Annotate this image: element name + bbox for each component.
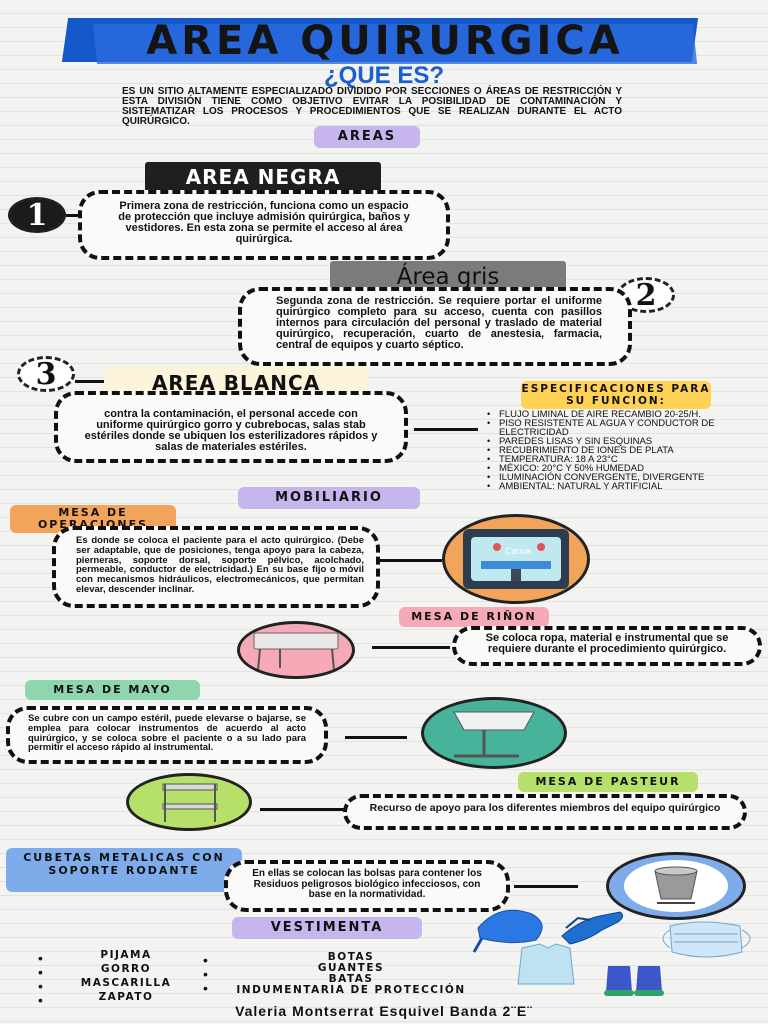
- area-blanca-number: 3: [17, 356, 75, 392]
- author-name: Valeria Montserrat Esquivel Banda 2¨E¨: [235, 1003, 533, 1019]
- vestimenta-item: PIJAMA: [100, 949, 152, 961]
- vestimenta-item: BOTAS: [327, 951, 375, 963]
- mayo-table-icon: [453, 711, 535, 758]
- mesa-rinon-label: MESA DE RIÑON: [399, 607, 549, 627]
- area-negra-number: 1: [8, 197, 66, 233]
- area-gris-description: Segunda zona de restricción. Se requiere…: [238, 287, 632, 366]
- connector-line: [75, 380, 105, 383]
- operating-table-image: [442, 514, 590, 604]
- spec-item: ILUMINACIÓN CONVERGENTE, DIVERGENTE: [487, 473, 759, 483]
- connector-line: [260, 808, 344, 811]
- spec-item: PISO RESISTENTE AL AGUA Y CONDUCTOR DE E…: [487, 419, 759, 438]
- vestimenta-list-left: PIJAMA GORRO MASCARILLA ZAPATO: [66, 948, 186, 1004]
- connector-line: [380, 559, 442, 562]
- mobiliario-heading: MOBILIARIO: [238, 487, 420, 509]
- clothing-illustrations: [472, 909, 751, 996]
- vestimenta-item: BATAS: [328, 973, 374, 985]
- bullet: •: [38, 950, 43, 966]
- vestimenta-item: GORRO: [100, 963, 152, 975]
- vestimenta-heading: VESTIMENTA: [232, 917, 422, 939]
- pasteur-table-icon: [162, 783, 218, 822]
- mesa-mayo-description: Se cubre con un campo estéril, puede ele…: [6, 706, 328, 764]
- image-caption: Canva: [505, 546, 532, 556]
- bullet: •: [38, 964, 43, 980]
- cubetas-description: En ellas se colocan las bolsas para cont…: [224, 860, 510, 912]
- mesa-rinon-description: Se coloca ropa, material e instrumental …: [452, 626, 762, 666]
- spec-item: AMBIENTAL: NATURAL Y ARTIFICIAL: [487, 482, 759, 492]
- connector-line: [514, 885, 578, 888]
- gown-icon: [517, 943, 575, 985]
- gloves-icon: [561, 911, 624, 945]
- operating-table-icon: [463, 529, 569, 589]
- page-title: AREA QUIRURGICA: [146, 18, 624, 64]
- area-negra-title: AREA NEGRA: [145, 162, 381, 192]
- area-negra-description: Primera zona de restricción, funciona co…: [78, 190, 450, 260]
- mask-icon: [662, 921, 751, 958]
- vestimenta-item: MASCARILLA: [80, 977, 172, 989]
- pasteur-table-image: [126, 773, 252, 831]
- areas-heading: AREAS: [314, 126, 420, 148]
- specs-list: FLUJO LIMINAL DE AIRE RECAMBIO 20-25/H. …: [487, 410, 759, 492]
- bullet: •: [203, 980, 208, 996]
- bullet: •: [38, 978, 43, 994]
- bucket-image: [606, 852, 746, 920]
- cap-icon: [472, 909, 543, 953]
- bullet: •: [203, 966, 208, 982]
- boots-icon: [604, 966, 664, 996]
- area-blanca-description: contra la contaminación, el personal acc…: [54, 391, 408, 463]
- connector-line: [372, 646, 450, 649]
- bullet: •: [203, 952, 208, 968]
- vestimenta-list-right: BOTAS GUANTES BATAS INDUMENTARIA DE PROT…: [216, 952, 486, 996]
- specs-heading: ESPECIFICACIONES PARA SU FUNCION:: [521, 381, 711, 409]
- vestimenta-item: GUANTES: [317, 962, 385, 974]
- bucket-icon: [624, 860, 728, 912]
- spec-item: PAREDES LISAS Y SIN ESQUINAS: [487, 437, 759, 447]
- mesa-operaciones-description: Es donde se coloca el paciente para el a…: [52, 526, 380, 608]
- spec-item: FLUJO LIMINAL DE AIRE RECAMBIO 20-25/H.: [487, 410, 759, 420]
- vestimenta-item: ZAPATO: [98, 991, 154, 1003]
- page-subtitle: ¿QUE ES?: [323, 62, 444, 89]
- bullet: •: [38, 992, 43, 1008]
- mesa-pasteur-description: Recurso de apoyo para los diferentes mie…: [343, 794, 747, 830]
- connector-line: [66, 214, 80, 217]
- kidney-table-icon: [253, 632, 339, 671]
- cubetas-label: CUBETAS METALICAS CON SOPORTE RODANTE: [6, 848, 242, 892]
- mesa-pasteur-label: MESA DE PASTEUR: [518, 772, 698, 792]
- spec-item: MÉXICO: 20°C Y 50% HUMEDAD: [487, 464, 759, 474]
- kidney-table-image: [237, 621, 355, 679]
- vestimenta-item: INDUMENTARIA DE PROTECCIÓN: [236, 984, 466, 996]
- spec-item: RECUBRIMIENTO DE IONES DE PLATA: [487, 446, 759, 456]
- mesa-mayo-label: MESA DE MAYO: [25, 680, 200, 700]
- connector-line: [414, 428, 478, 431]
- mayo-table-image: [421, 697, 567, 769]
- connector-line: [345, 736, 407, 739]
- spec-item: TEMPERATURA: 18 A 23°C: [487, 455, 759, 465]
- intro-text: ES UN SITIO ALTAMENTE ESPECIALIZADO DIVI…: [122, 86, 622, 127]
